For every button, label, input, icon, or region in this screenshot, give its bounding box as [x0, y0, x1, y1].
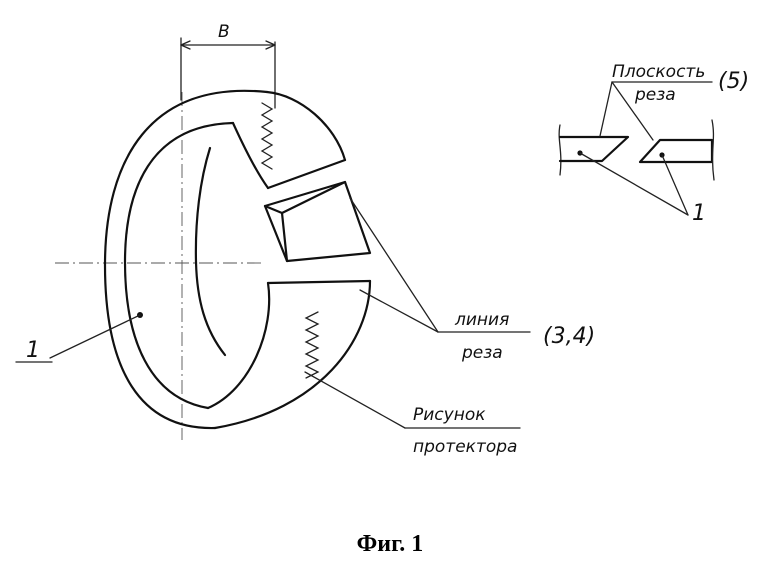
cut-plane-ref: (5) [718, 69, 749, 94]
tread-label-2: протектора [413, 437, 517, 457]
cut-line-label-2: реза [461, 343, 503, 363]
upper-tread-inner [233, 123, 268, 188]
cut-plane-label-1: Плоскость [612, 62, 705, 82]
figure-caption: Фиг. 1 [357, 531, 424, 557]
ring-face-lower [196, 262, 225, 355]
cut-line-label-1: линия [454, 310, 509, 330]
part-label-left: 1 [26, 338, 40, 363]
tread-squiggle-upper [262, 103, 272, 169]
width-dimension: В [181, 22, 275, 108]
tread-callout: Рисунок протектора [305, 372, 520, 457]
part-leader-left [50, 315, 140, 358]
cut-line-callout: линия реза (3,4) [350, 198, 595, 363]
cut-block [265, 182, 370, 261]
ring-inner-edge [125, 123, 233, 408]
cut-line-ref: (3,4) [543, 324, 595, 349]
cut-plane-detail: Плоскость реза (5) 1 [559, 62, 749, 226]
cut-block-outline [265, 182, 370, 261]
cut-plane-label-2: реза [634, 85, 676, 105]
ring-face-upper [196, 148, 210, 262]
tread-squiggle-lower [306, 312, 318, 378]
width-label: В [218, 22, 230, 42]
tread-label-1: Рисунок [413, 405, 486, 425]
part-label-right: 1 [692, 201, 706, 226]
upper-tread-cut [268, 160, 345, 188]
upper-tread-top [267, 92, 345, 160]
lower-tread-cut [268, 281, 370, 283]
ring-segment [105, 91, 370, 428]
lower-tread-bottom [215, 281, 370, 428]
